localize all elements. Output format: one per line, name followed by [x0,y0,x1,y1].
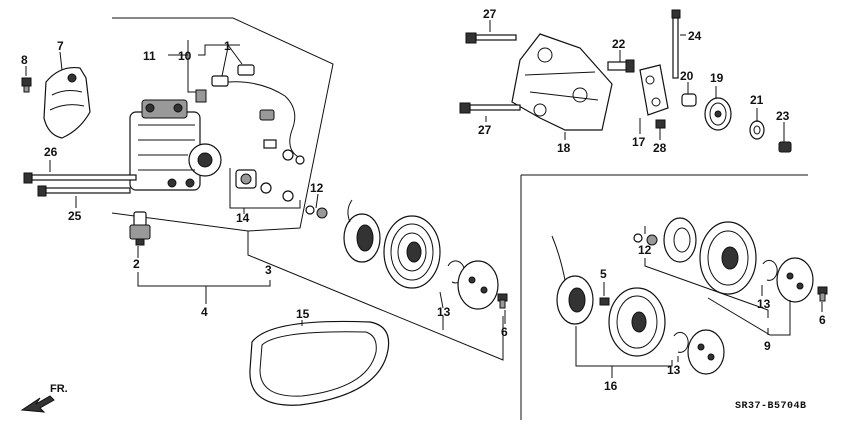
bolt-8[interactable] [21,77,32,93]
callout-24: 24 [688,29,702,43]
thermal-switch-harness[interactable] [211,64,305,165]
callout-12-left: 12 [310,181,324,195]
callout-7: 7 [57,39,64,53]
callout-20: 20 [680,69,694,83]
stud-22[interactable] [607,59,635,73]
callout-17: 17 [632,135,646,149]
callout-25: 25 [68,209,82,223]
callout-11: 11 [143,49,156,63]
callout-8: 8 [21,53,28,67]
callout-22: 22 [612,37,626,51]
callout-1: 1 [224,39,231,53]
relief-valve[interactable] [129,211,151,246]
sensor-harness-group-outline [111,17,334,232]
callout-2: 2 [133,257,140,271]
shim-set[interactable] [235,169,294,202]
callout-13-bottom: 13 [667,363,681,377]
bolt-6-right[interactable] [817,286,828,302]
callout-21: 21 [750,93,764,107]
snap-ring-right-bottom[interactable] [673,331,689,353]
snap-ring-right-top[interactable] [762,259,778,281]
callout-18: 18 [557,141,571,155]
leader-lines [25,20,823,378]
bolt-6-left[interactable] [497,293,508,309]
idler-pulley-19[interactable] [704,97,732,131]
drive-belt[interactable] [249,320,390,406]
diagram-code: SR37-B5704B [735,401,807,412]
callout-19: 19 [710,71,724,85]
callout-6-left: 6 [501,325,508,339]
callout-27-top: 27 [483,7,497,21]
clutch-kit-frame [520,174,808,420]
compressor-bracket[interactable] [511,33,613,131]
callout-4: 4 [201,305,208,319]
pulley-left[interactable] [383,215,441,289]
field-coil-right-bottom[interactable] [551,235,594,325]
callout-27-bottom: 27 [478,123,492,137]
bolt-27-top[interactable] [465,32,517,44]
pressure-plate-left[interactable] [457,260,499,310]
callout-26: 26 [44,145,58,159]
compressor-cover[interactable] [43,66,91,139]
long-bolt-26[interactable] [23,172,137,184]
callout-16: 16 [604,379,618,393]
callout-3: 3 [265,263,272,277]
callout-28: 28 [653,141,667,155]
callout-12-right: 12 [638,243,652,257]
shim-12-right[interactable] [633,233,658,246]
nut-23[interactable] [778,141,792,153]
callout-13-left: 13 [437,305,451,319]
field-coil-right-top[interactable] [663,217,697,263]
bolt-24[interactable] [671,9,681,79]
pulley-right-bottom[interactable] [608,287,666,357]
bolt-27-bottom[interactable] [459,102,521,114]
callout-10: 10 [178,49,192,63]
bracket-plate-17[interactable] [639,64,669,116]
callout-14: 14 [236,211,250,225]
front-direction-label: FR. [50,383,68,395]
washer-21[interactable] [749,120,765,140]
pulley-right-top[interactable] [699,221,757,295]
compressor[interactable] [129,89,222,191]
nut-28[interactable] [655,119,666,129]
pressure-plate-right-bottom[interactable] [687,329,725,375]
front-direction-arrow-icon [20,395,55,413]
long-bolt-25[interactable] [37,185,131,197]
callout-5: 5 [600,267,607,281]
field-coil-left[interactable] [343,199,381,263]
spacer-20[interactable] [681,93,697,107]
callout-23: 23 [776,109,790,123]
pressure-plate-right-top[interactable] [776,257,814,303]
shim-12-left[interactable] [305,205,328,219]
callout-9: 9 [764,339,771,353]
callout-15: 15 [296,307,310,321]
callout-labels: 1 2 3 4 5 6 6 7 8 9 10 11 12 12 13 13 13… [21,7,826,393]
callout-13-right: 13 [757,297,771,311]
bolt-5[interactable] [599,297,610,306]
callout-6-right: 6 [819,313,826,327]
